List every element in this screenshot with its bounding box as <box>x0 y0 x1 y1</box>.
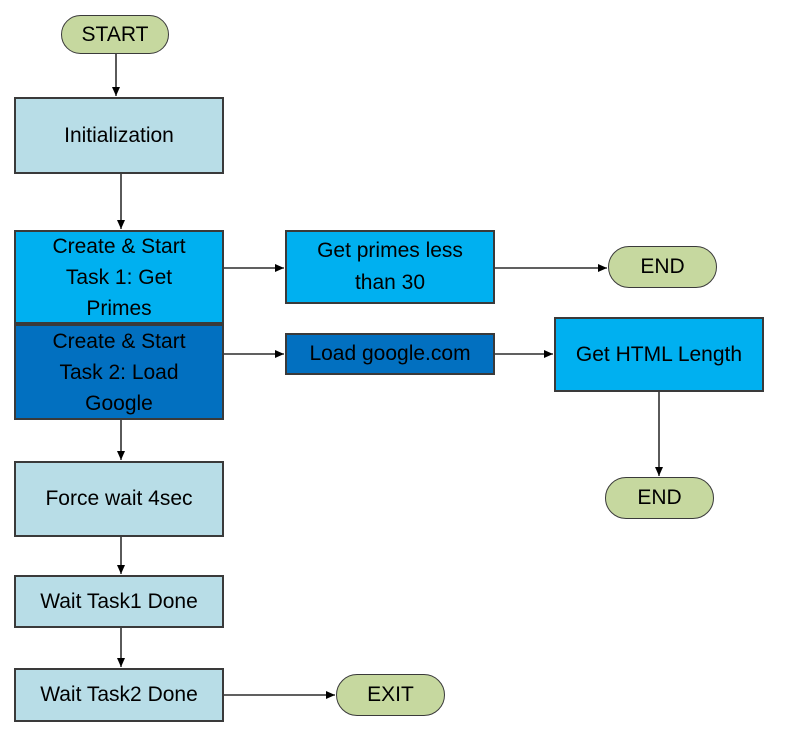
wait-task1-label: Wait Task1 Done <box>40 589 198 613</box>
wait-task2-step: Wait Task2 Done <box>14 668 224 722</box>
get-primes-step: Get primes less than 30 <box>285 230 495 304</box>
get-primes-label-line: Get primes less <box>317 239 463 262</box>
load-google-label: Load google.com <box>309 342 471 365</box>
task1-label-line: Primes <box>86 296 152 320</box>
end-primes-terminal: END <box>608 246 717 288</box>
end-primes-label: END <box>640 255 685 278</box>
initialization-label: Initialization <box>64 123 174 147</box>
task1-label-line: Create & Start <box>52 234 186 258</box>
task2-label-line: Create & Start <box>52 329 186 353</box>
force-wait-label: Force wait 4sec <box>45 487 193 510</box>
task1-step: Create & Start Task 1: Get Primes <box>14 230 224 324</box>
wait-task1-step: Wait Task1 Done <box>14 575 224 628</box>
html-length-label: Get HTML Length <box>575 342 743 366</box>
get-primes-label-line: than 30 <box>354 271 426 294</box>
end-html-label: END <box>637 486 682 509</box>
load-google-step: Load google.com <box>285 333 495 375</box>
force-wait-step: Force wait 4sec <box>14 461 224 537</box>
task1-label-line: Task 1: Get <box>65 265 173 289</box>
html-length-step: Get HTML Length <box>554 317 764 392</box>
wait-task2-label: Wait Task2 Done <box>40 683 198 706</box>
initialization-step: Initialization <box>14 97 224 174</box>
start-terminal: START <box>61 15 169 54</box>
task2-label-line: Task 2: Load <box>59 360 179 384</box>
end-html-terminal: END <box>605 477 714 519</box>
exit-terminal: EXIT <box>336 674 445 716</box>
exit-label: EXIT <box>367 683 414 706</box>
start-label: START <box>81 22 149 46</box>
task2-step: Create & Start Task 2: Load Google <box>14 324 224 420</box>
task2-label-line: Google <box>85 391 153 415</box>
